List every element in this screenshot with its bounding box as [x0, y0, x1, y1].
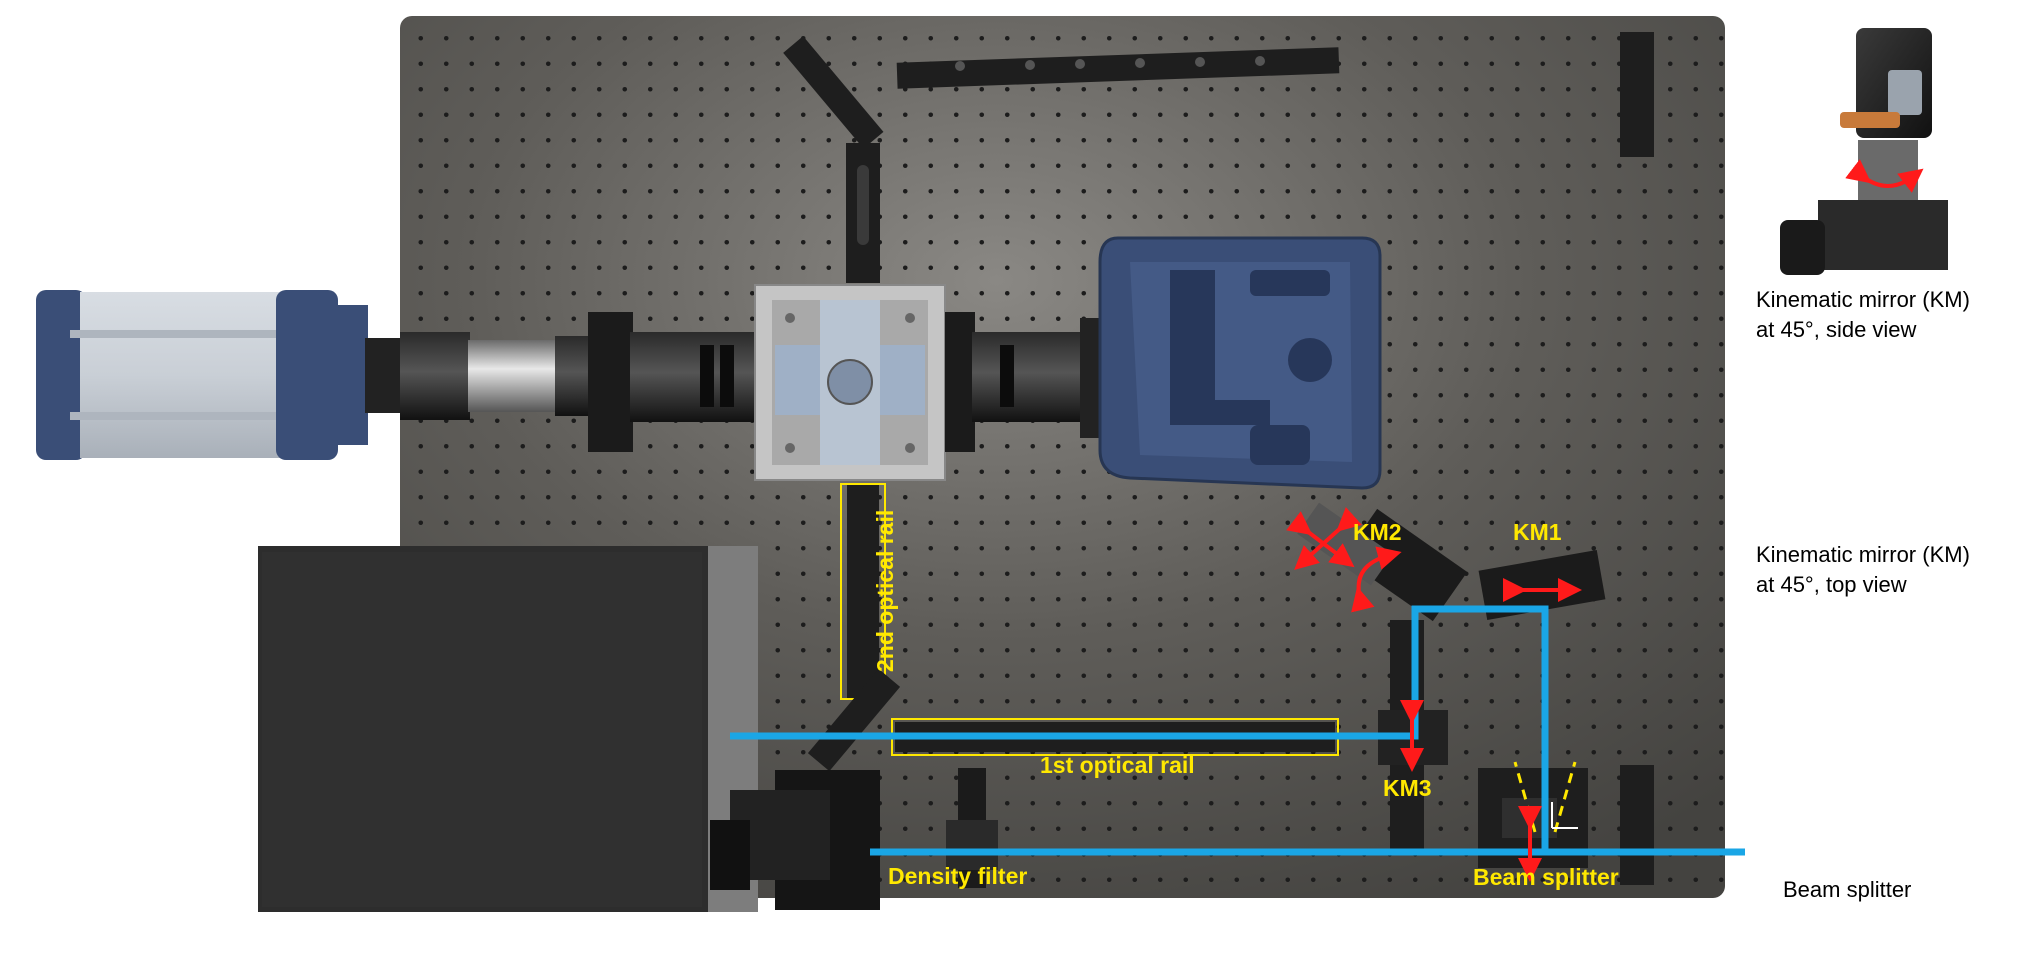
top-view-caption-line1: Kinematic mirror (KM) [1756, 542, 1970, 567]
right-top-post [1620, 32, 1654, 157]
km2-tilt-arrow-b [1294, 507, 1362, 571]
sample-holder [754, 284, 946, 481]
side-view-caption-line1: Kinematic mirror (KM) [1756, 287, 1970, 312]
fiber-coupler [710, 668, 901, 910]
left-camera [36, 290, 595, 460]
top-view-caption-line2: at 45°, top view [1756, 572, 1907, 597]
top-rail [896, 47, 1340, 89]
label-km2: KM2 [1353, 519, 1402, 545]
laser-beam [730, 605, 1745, 856]
right-spectrometer [1098, 236, 1382, 490]
beam-splitter-fan [1513, 761, 1577, 833]
label-second-rail: 2nd optical rail [872, 510, 898, 672]
label-first-rail: 1st optical rail [1040, 752, 1195, 778]
label-km1: KM1 [1513, 519, 1562, 545]
light-source-box [258, 546, 758, 912]
label-density-filter: Density filter [888, 863, 1027, 889]
second-optical-rail [840, 483, 886, 700]
side-view-caption-line2: at 45°, side view [1756, 317, 1917, 342]
left-lens-mount [588, 312, 760, 452]
inset-top-view-caption: Kinematic mirror (KM) at 45°, top view [1756, 540, 1970, 600]
diagonal-post-top [783, 36, 884, 149]
inset-beam-splitter-caption: Beam splitter [1783, 877, 1912, 902]
label-km3: KM3 [1383, 775, 1432, 801]
right-lens-mount [945, 312, 1110, 452]
beam-splitter-axes [1551, 802, 1578, 829]
inset-side-view-caption: Kinematic mirror (KM) at 45°, side view [1756, 285, 1970, 345]
density-filter-mount [946, 768, 998, 888]
inset-km-side-view [1780, 20, 1950, 280]
vertical-post-top [846, 143, 880, 283]
label-beam-splitter: Beam splitter [1473, 864, 1619, 890]
km2-rotate-arrow [1351, 546, 1402, 613]
adjustment-arrows [1286, 507, 1582, 882]
